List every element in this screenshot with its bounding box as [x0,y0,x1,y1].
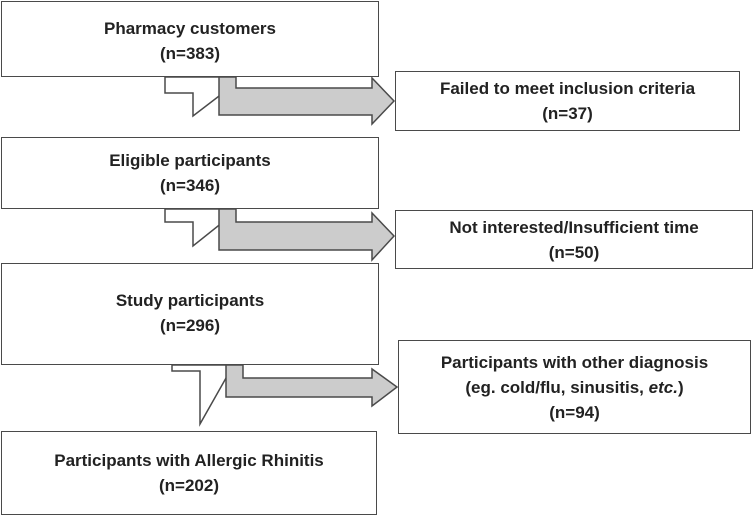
study-participants-box: Study participants (n=296) [1,263,379,365]
other-diagnosis-box: Participants with other diagnosis (eg. c… [398,340,751,434]
other-diagnosis-detail: (eg. cold/flu, sinusitis, etc.) [465,375,683,400]
study-participants-count: (n=296) [160,316,220,335]
pharmacy-customers-label: Pharmacy customers [104,19,276,38]
other-diagnosis-detail-italic: etc. [648,377,678,397]
failed-inclusion-label: Failed to meet inclusion criteria [439,79,696,98]
failed-inclusion-box: Failed to meet inclusion criteria (n=37) [395,71,740,131]
pharmacy-customers-box: Pharmacy customers (n=383) [1,1,379,77]
not-interested-box: Not interested/Insufficient time (n=50) [395,210,753,269]
pharmacy-customers-count: (n=383) [160,44,220,63]
side-arrow-1 [218,76,396,126]
other-diagnosis-label: Participants with other diagnosis [440,352,709,372]
not-interested-count: (n=50) [548,242,600,262]
allergic-rhinitis-label: Participants with Allergic Rhinitis [54,451,324,470]
allergic-rhinitis-count: (n=202) [159,476,219,495]
side-arrow-2 [218,208,396,262]
study-participants-label: Study participants [115,291,265,310]
other-diagnosis-detail-suffix: ) [677,377,684,397]
other-diagnosis-count: (n=94) [549,402,600,422]
eligible-participants-label: Eligible participants [109,151,271,170]
side-arrow-3 [225,364,399,408]
allergic-rhinitis-box: Participants with Allergic Rhinitis (n=2… [1,431,377,515]
failed-inclusion-count: (n=37) [542,104,593,123]
other-diagnosis-detail-prefix: (eg. cold/flu, sinusitis, [465,377,649,397]
eligible-participants-count: (n=346) [160,176,220,195]
not-interested-label: Not interested/Insufficient time [449,217,699,237]
eligible-participants-box: Eligible participants (n=346) [1,137,379,209]
